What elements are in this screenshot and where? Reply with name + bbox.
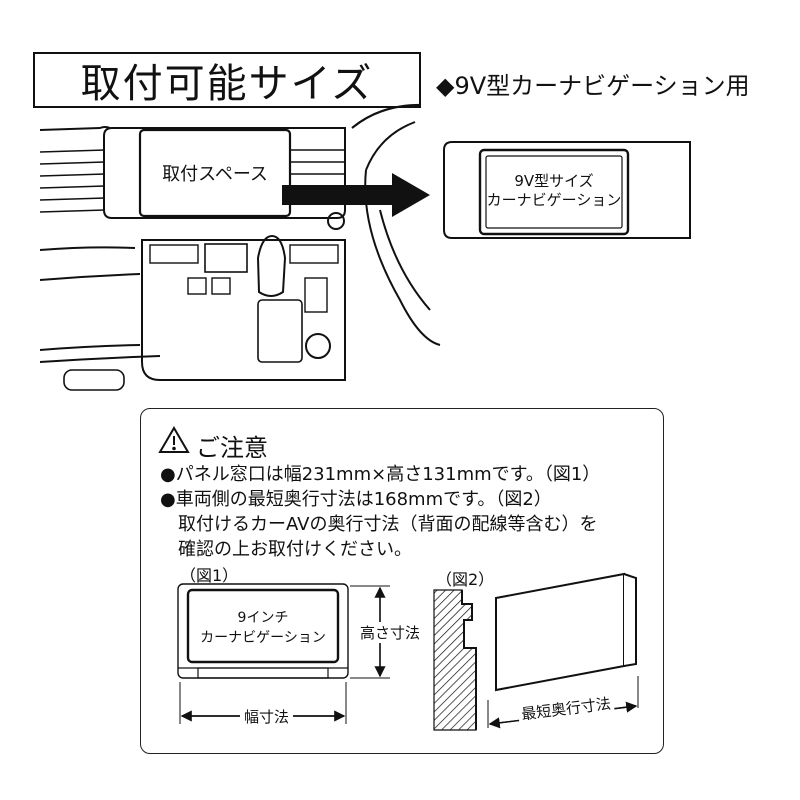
figure1-caption: （図1）	[180, 566, 239, 585]
warning-icon	[158, 426, 190, 453]
notice-panel	[140, 408, 664, 754]
figure1-height-label: 高さ寸法	[358, 622, 423, 643]
nav-size-label-line2: カーナビゲーション	[486, 191, 622, 209]
figure1-nav-label-line1: 9インチ	[237, 610, 289, 626]
nav-unit-illustration	[443, 141, 691, 239]
nav-size-label-line1: 9V型サイズ	[514, 172, 594, 190]
notice-line-3: 取付けるカーAVの奥行寸法（背面の配線等含む）を	[160, 514, 598, 535]
page-title: 取付可能サイズ	[33, 52, 421, 108]
notice-line-1: ●パネル窓口は幅231mm×高さ131mmです。（図1）	[160, 464, 601, 485]
nav-size-label: 9V型サイズ カーナビゲーション	[480, 172, 628, 210]
figure1-nav-label: 9インチ カーナビゲーション	[188, 608, 338, 648]
notice-title: ご注意	[196, 434, 268, 462]
notice-line-4: 確認の上お取付けください。	[160, 539, 412, 560]
figure2-caption: （図2）	[436, 570, 495, 589]
notice-line-2: ●車両側の最短奥行寸法は168mmです。（図2）	[160, 489, 552, 510]
page-subtitle: ◆9V型カーナビゲーション用	[436, 72, 750, 100]
figure1-nav-label-line2: カーナビゲーション	[200, 630, 326, 646]
figure1-width-label: 幅寸法	[240, 706, 294, 727]
mount-space-label: 取付スペース	[162, 164, 268, 185]
